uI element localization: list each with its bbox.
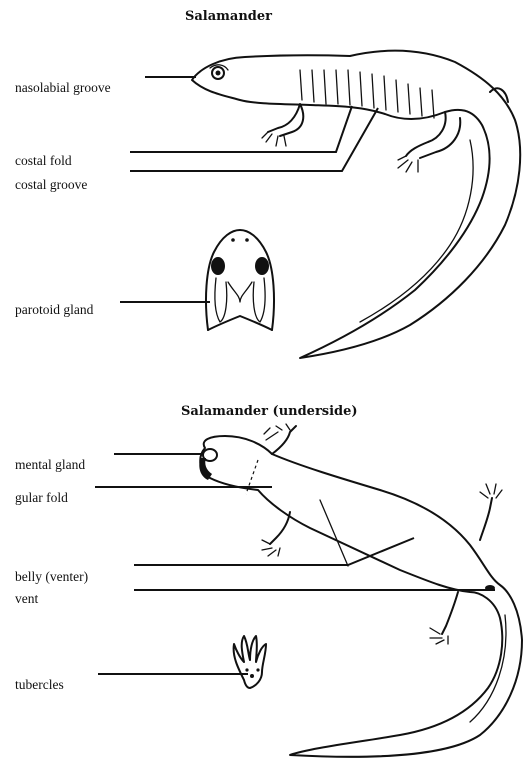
eye-pupil [216,71,221,76]
front-leg-lower [270,512,290,544]
front-leg-upper [272,426,296,454]
front-foot [262,132,286,146]
hind-foot-lower [430,628,448,644]
label-costal-groove: costal groove [15,177,87,193]
mental-gland-shape [203,449,217,461]
tubercle-1 [250,674,254,678]
nostril-right [245,238,249,242]
leader-costal-fold [130,106,352,152]
salamander-head-top-view [206,230,274,330]
head-ridges [228,282,252,302]
front-leg [268,104,303,136]
salamander-side-view [192,51,520,358]
left-parotoid [215,278,227,322]
right-parotoid [253,278,265,322]
label-costal-fold: costal fold [15,153,72,169]
label-tubercles: tubercles [15,677,64,693]
hind-foot [398,156,418,172]
hind-leg-lower [442,592,458,634]
left-eye-icon [211,257,225,275]
figure-title-side: Salamander [185,9,272,24]
nostril-left [231,238,235,242]
tail-midline [360,140,473,322]
hand-outline [234,636,266,688]
label-parotoid-gland: parotoid gland [15,302,93,318]
figure-title-underside: Salamander (underside) [181,404,358,419]
hind-leg-upper [480,498,492,540]
label-mental-gland: mental gland [15,457,85,473]
belly-midline [320,500,348,566]
label-belly-venter: belly (venter) [15,569,88,585]
front-foot-upper [264,424,290,440]
label-gular-fold: gular fold [15,490,68,506]
tubercle-hand-detail [234,636,266,688]
underside-tail-midline [470,615,506,722]
label-nasolabial-groove: nasolabial groove [15,80,111,96]
label-vent: vent [15,591,38,607]
costal-grooves [300,70,434,118]
underside-body-outline [200,436,522,757]
tubercle-2 [256,668,259,671]
hind-foot-upper [480,484,502,498]
salamander-body-outline [192,51,520,358]
tubercle-3 [245,668,248,671]
right-eye-icon [255,257,269,275]
